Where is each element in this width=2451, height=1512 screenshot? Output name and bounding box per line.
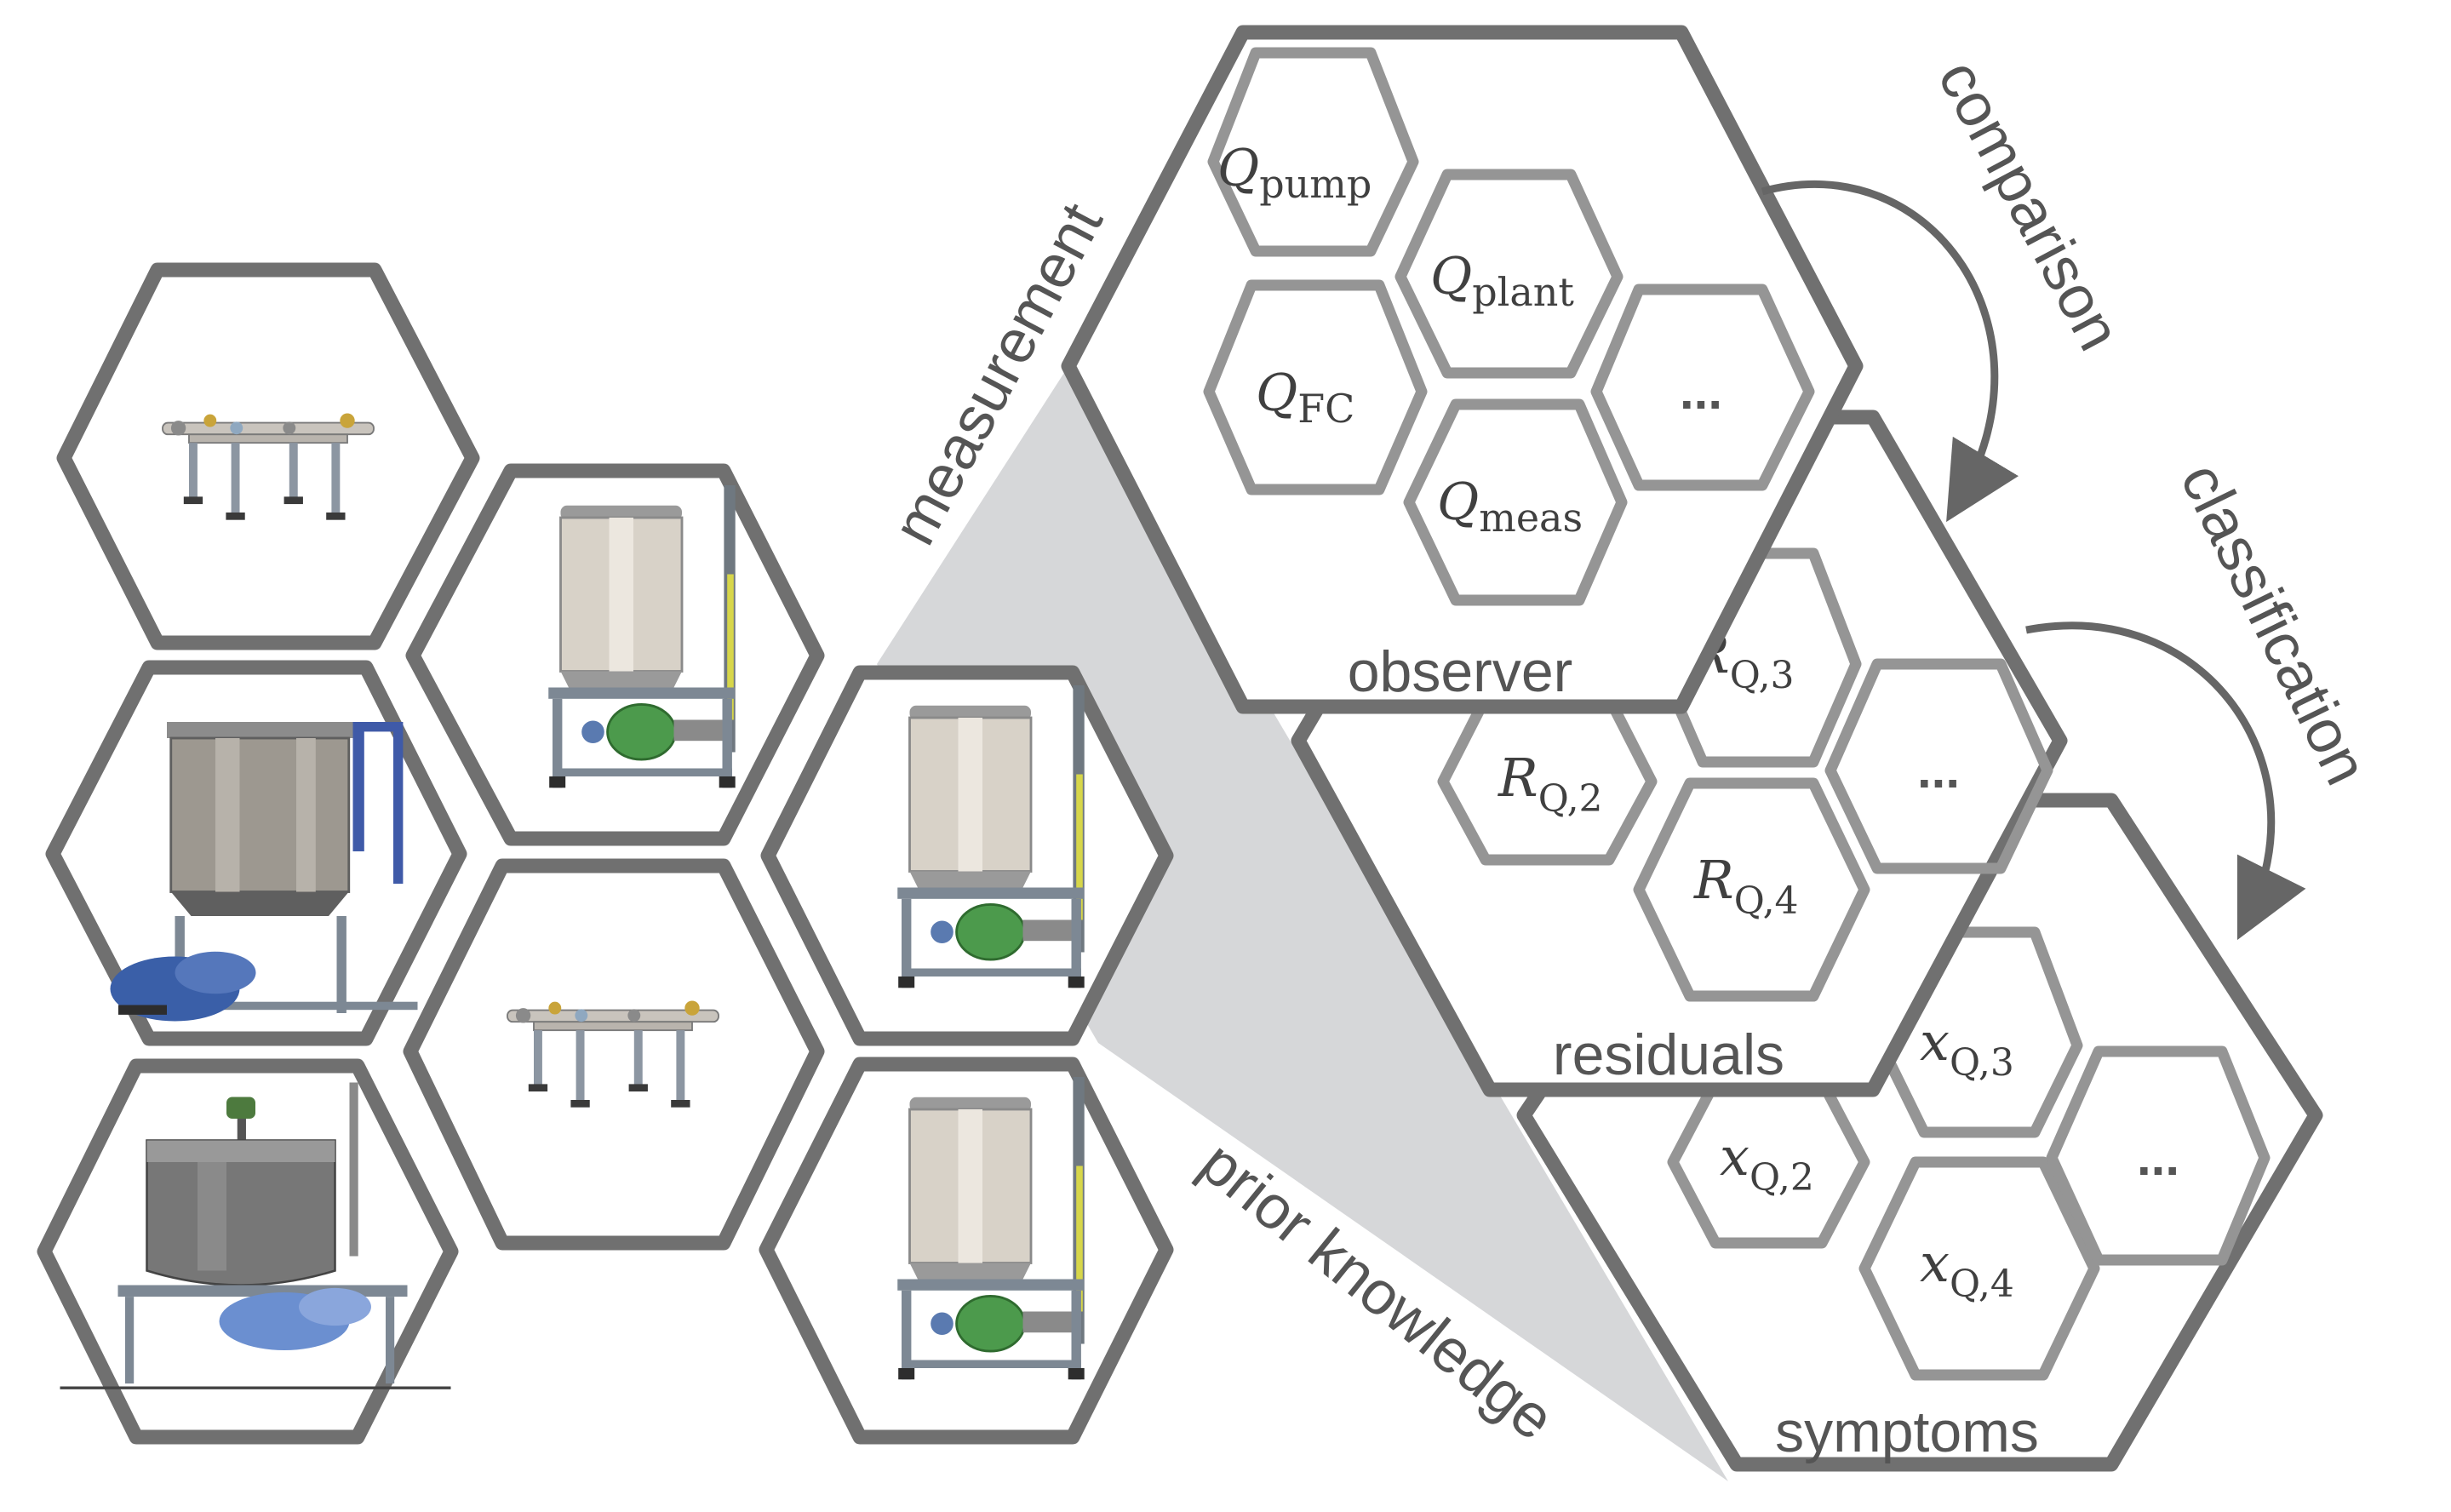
projection-wedge xyxy=(877,366,1728,1481)
comparison-arrow xyxy=(1761,180,2019,523)
plant-hex-4 xyxy=(403,858,825,1251)
observer-q-fc-label: QFC xyxy=(1256,364,1354,432)
residuals-label: residuals xyxy=(1553,1022,1784,1087)
classification-label: classification xyxy=(2168,453,2381,795)
classification-arrow xyxy=(2025,621,2306,941)
symptom-x3-label: xQ,3 xyxy=(1920,1011,2014,1085)
comparison-label: comparison xyxy=(1925,49,2133,361)
residual-hex-r4 xyxy=(1633,777,1870,1002)
residual-more-label: ... xyxy=(1917,742,1960,799)
residual-r4-label: RQ,4 xyxy=(1693,849,1799,923)
symptom-hex-more xyxy=(2046,1045,2271,1266)
residual-r2-label: RQ,2 xyxy=(1498,747,1603,821)
observer-hex-q-pump xyxy=(1207,47,1419,257)
symptom-more-label: ... xyxy=(2137,1129,2179,1186)
residual-hex-more xyxy=(1824,658,2053,874)
observer-hex-more xyxy=(1590,284,1815,491)
observer-q-meas-label: Qmeas xyxy=(1437,472,1583,541)
observer-group: Qpump Qplant QFC Qmeas ... observer xyxy=(1061,25,1864,714)
observer-hex-q-meas xyxy=(1403,398,1628,606)
observer-label: observer xyxy=(1348,639,1573,704)
observer-more-label: ... xyxy=(1680,363,1722,420)
observer-hex-q-plant xyxy=(1394,169,1624,379)
symptoms-label: symptoms xyxy=(1775,1400,2039,1464)
observer-q-plant-label: Qplant xyxy=(1430,247,1574,315)
symptom-x4-label: xQ,4 xyxy=(1920,1232,2014,1306)
plant-hex-1 xyxy=(56,262,480,650)
symptom-x2-label: xQ,2 xyxy=(1720,1125,1814,1200)
observer-q-pump-label: Qpump xyxy=(1217,139,1372,207)
symptom-hex-x4 xyxy=(1858,1156,2100,1381)
plant-grid xyxy=(37,262,1174,1445)
observer-hex-q-fc xyxy=(1203,279,1428,495)
